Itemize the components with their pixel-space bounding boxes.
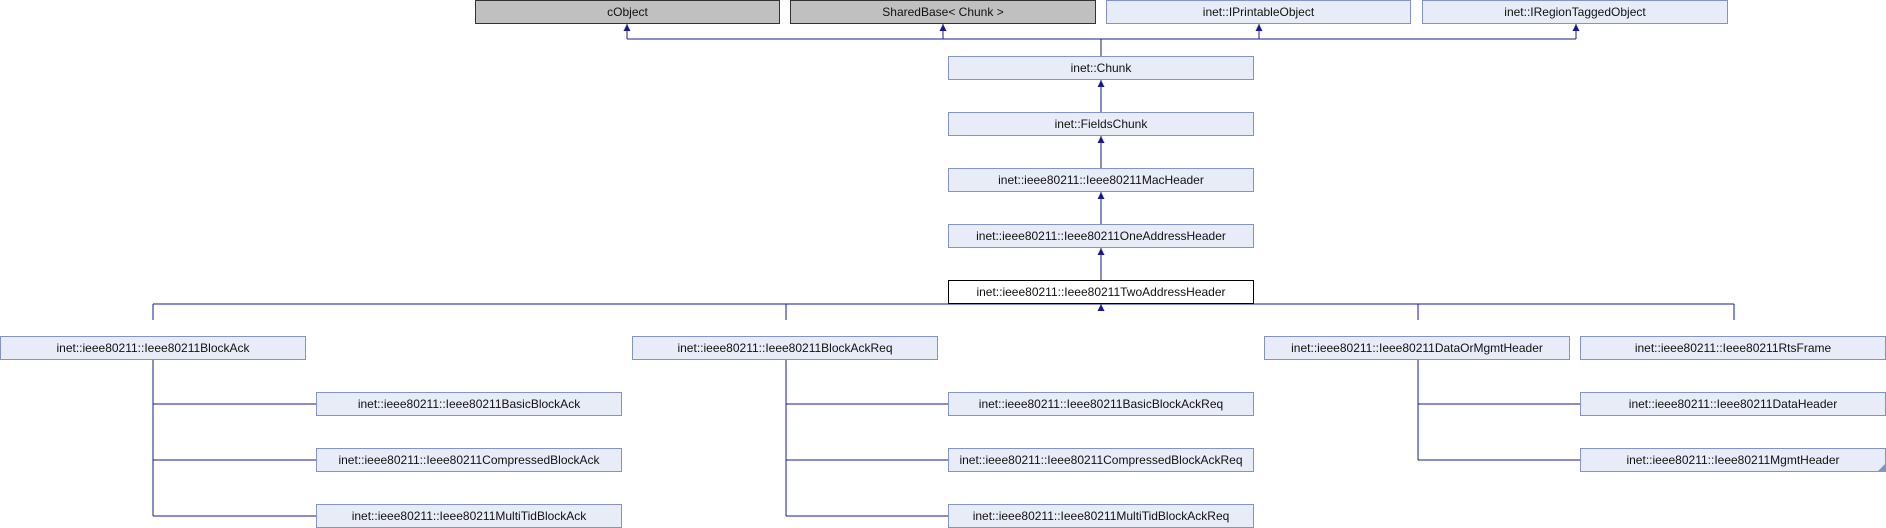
- node-ieee80211blockackreq[interactable]: inet::ieee80211::Ieee80211BlockAckReq: [632, 336, 938, 360]
- node-cobject: cObject: [475, 0, 780, 24]
- node-ieee80211dataormgmtheader[interactable]: inet::ieee80211::Ieee80211DataOrMgmtHead…: [1264, 336, 1570, 360]
- node-iprintableobject[interactable]: inet::IPrintableObject: [1106, 0, 1411, 24]
- node-ieee80211rtsframe[interactable]: inet::ieee80211::Ieee80211RtsFrame: [1580, 336, 1886, 360]
- node-ieee80211dataheader[interactable]: inet::ieee80211::Ieee80211DataHeader: [1580, 392, 1886, 416]
- node-ieee80211multitidblockackreq[interactable]: inet::ieee80211::Ieee80211MultiTidBlockA…: [948, 504, 1254, 528]
- node-ieee80211macheader[interactable]: inet::ieee80211::Ieee80211MacHeader: [948, 168, 1254, 192]
- node-ieee80211basicblockackreq[interactable]: inet::ieee80211::Ieee80211BasicBlockAckR…: [948, 392, 1254, 416]
- node-fieldschunk[interactable]: inet::FieldsChunk: [948, 112, 1254, 136]
- edge-blockackreq-leaves: [785, 344, 948, 517]
- node-ieee80211compressedblockack[interactable]: inet::ieee80211::Ieee80211CompressedBloc…: [316, 448, 622, 472]
- node-ieee80211oneaddressheader[interactable]: inet::ieee80211::Ieee80211OneAddressHead…: [948, 224, 1254, 248]
- edge-dataormgmt-leaves: [1417, 344, 1580, 461]
- edge-blockack-leaves: [152, 344, 316, 517]
- node-ieee80211twoaddressheader: inet::ieee80211::Ieee80211TwoAddressHead…: [948, 280, 1254, 304]
- node-ieee80211basicblockack[interactable]: inet::ieee80211::Ieee80211BasicBlockAck: [316, 392, 622, 416]
- node-ieee80211compressedblockackreq[interactable]: inet::ieee80211::Ieee80211CompressedBloc…: [948, 448, 1254, 472]
- node-sharedbase-chunk: SharedBase< Chunk >: [790, 0, 1096, 24]
- node-chunk[interactable]: inet::Chunk: [948, 56, 1254, 80]
- edge-chunk-to-bases: [627, 38, 1576, 56]
- node-ieee80211blockack[interactable]: inet::ieee80211::Ieee80211BlockAck: [0, 336, 306, 360]
- edge-subclasses-bus: [152, 303, 1735, 320]
- node-iregiontaggedobject[interactable]: inet::IRegionTaggedObject: [1422, 0, 1728, 24]
- node-ieee80211multitidblockack[interactable]: inet::ieee80211::Ieee80211MultiTidBlockA…: [316, 504, 622, 528]
- node-ieee80211mgmtheader[interactable]: inet::ieee80211::Ieee80211MgmtHeader: [1580, 448, 1886, 472]
